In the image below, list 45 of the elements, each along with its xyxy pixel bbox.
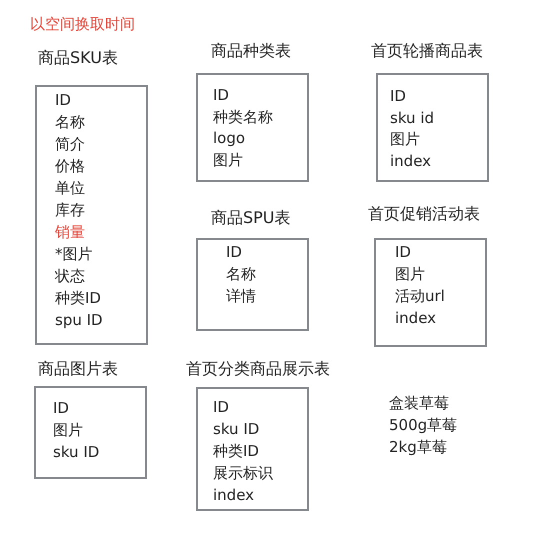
field-name: ID xyxy=(53,398,69,418)
field-name: ID xyxy=(390,86,406,106)
field-name: ID xyxy=(213,85,229,105)
field-name: ID xyxy=(213,397,229,417)
field-name: spu ID xyxy=(55,310,103,330)
field-name: 销量 xyxy=(55,222,85,242)
table-title: 商品SKU表 xyxy=(38,48,118,68)
field-name: 单位 xyxy=(55,178,85,198)
field-name: 详情 xyxy=(226,286,256,306)
table-title: 商品SPU表 xyxy=(211,208,291,228)
field-name: 图片 xyxy=(395,264,425,284)
field-name: 展示标识 xyxy=(213,463,273,483)
example-text: 500g草莓 xyxy=(389,415,458,435)
field-name: index xyxy=(390,150,432,170)
field-name: 价格 xyxy=(55,156,85,176)
table-title: 首页分类商品展示表 xyxy=(186,359,330,379)
example-text: 盒装草莓 xyxy=(389,393,449,413)
field-name: 种类ID xyxy=(213,441,259,461)
field-name: 活动url xyxy=(395,286,445,306)
field-name: 名称 xyxy=(55,112,85,132)
field-name: ID xyxy=(395,242,411,262)
field-name: ID xyxy=(226,242,242,262)
field-name: 图片 xyxy=(390,129,420,149)
table-title: 商品种类表 xyxy=(211,41,291,61)
field-name: index xyxy=(395,308,436,328)
field-name: 种类ID xyxy=(55,288,101,308)
table-title: 商品图片表 xyxy=(38,359,118,379)
field-name: 图片 xyxy=(213,150,243,170)
field-name: *图片 xyxy=(55,244,92,264)
field-name: sku ID xyxy=(213,419,260,439)
field-name: logo xyxy=(213,128,246,148)
field-name: ID xyxy=(55,90,71,110)
field-name: index xyxy=(213,485,254,505)
example-text: 2kg草莓 xyxy=(389,437,447,457)
table-title: 首页促销活动表 xyxy=(368,204,480,224)
field-name: 库存 xyxy=(55,200,85,220)
field-name: 简介 xyxy=(55,134,85,154)
field-name: 图片 xyxy=(53,420,83,440)
field-name: 状态 xyxy=(55,266,85,286)
field-name: 名称 xyxy=(226,264,256,284)
field-name: 种类名称 xyxy=(213,106,273,126)
field-name: sku ID xyxy=(53,442,100,462)
table-title: 首页轮播商品表 xyxy=(371,41,483,61)
title: 以空间换取时间 xyxy=(30,14,135,34)
field-name: sku id xyxy=(390,108,434,128)
